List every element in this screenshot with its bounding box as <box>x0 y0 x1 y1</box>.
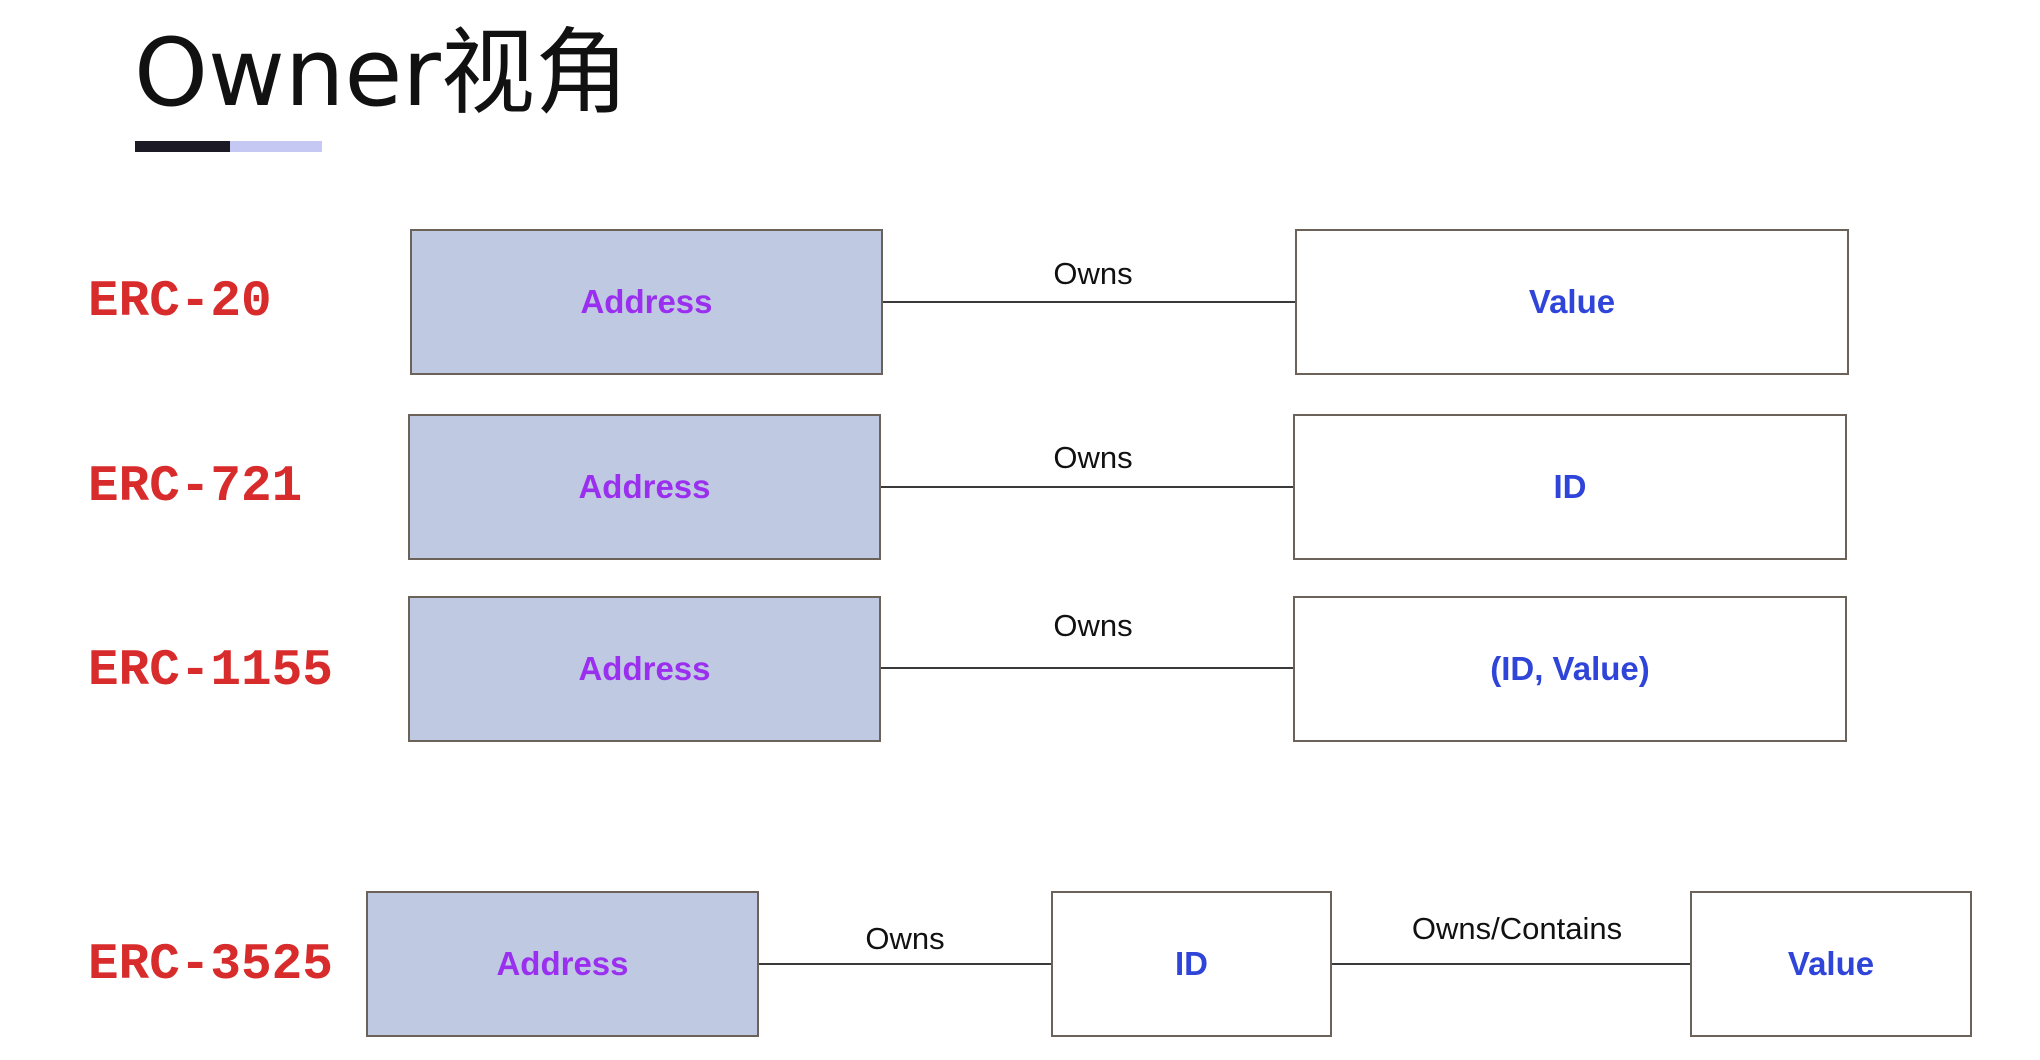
title-underline-light-segment <box>230 141 322 152</box>
connector-line-erc3525-contains <box>1332 963 1690 965</box>
address-box-erc1155: Address <box>408 596 881 742</box>
connector-line-erc1155 <box>881 667 1293 669</box>
connector-line-erc721 <box>881 486 1293 488</box>
title-underline <box>135 141 322 152</box>
row-label-erc721: ERC-721 <box>88 459 303 516</box>
id-value-box-erc1155: (ID, Value) <box>1293 596 1847 742</box>
address-box-erc721: Address <box>408 414 881 560</box>
relation-label-erc3525-owns: Owns <box>865 921 945 956</box>
address-box-erc3525: Address <box>366 891 759 1037</box>
id-box-erc3525: ID <box>1051 891 1332 1037</box>
row-label-erc1155: ERC-1155 <box>88 643 333 700</box>
row-label-erc20: ERC-20 <box>88 274 272 331</box>
value-box-erc20: Value <box>1295 229 1849 375</box>
slide-title: Owner视角 <box>134 19 629 128</box>
connector-line-erc3525-owns <box>759 963 1051 965</box>
row-label-erc3525: ERC-3525 <box>88 937 333 994</box>
relation-label-erc3525-contains: Owns/Contains <box>1411 911 1623 946</box>
id-box-erc721: ID <box>1293 414 1847 560</box>
relation-label-erc20: Owns <box>1053 256 1133 291</box>
connector-line-erc20 <box>883 301 1295 303</box>
address-box-erc20: Address <box>410 229 883 375</box>
relation-label-erc721: Owns <box>1053 440 1133 475</box>
title-underline-dark-segment <box>135 141 230 152</box>
value-box-erc3525: Value <box>1690 891 1972 1037</box>
relation-label-erc1155: Owns <box>1053 608 1133 643</box>
